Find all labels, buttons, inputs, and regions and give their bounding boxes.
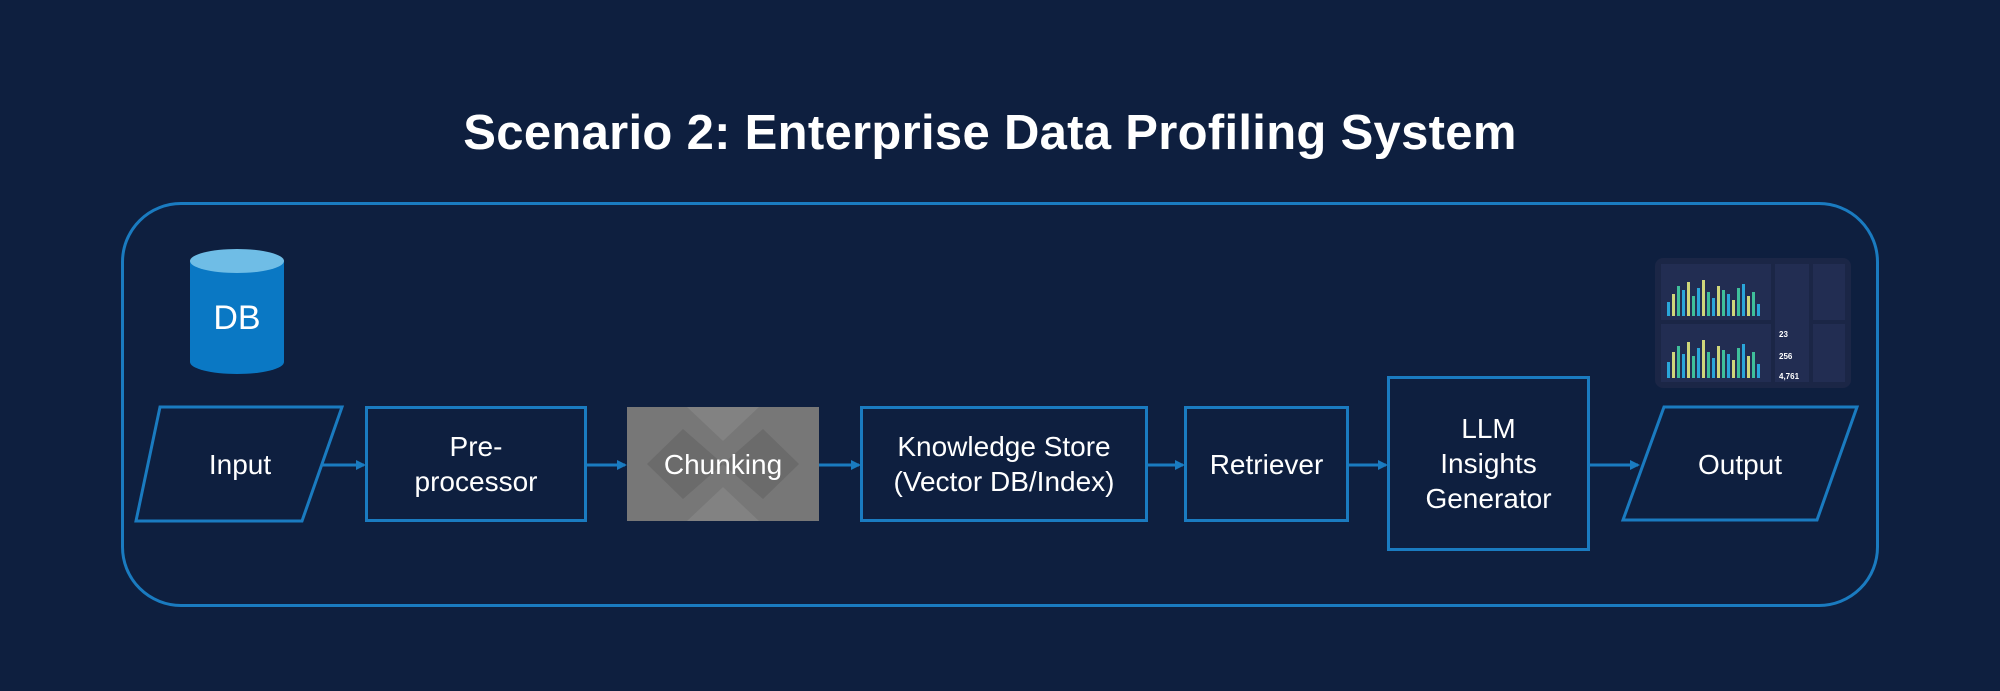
dashboard-bar bbox=[1732, 300, 1735, 316]
dashboard-bar bbox=[1732, 360, 1735, 378]
dashboard-bar bbox=[1697, 288, 1700, 316]
dashboard-bar bbox=[1717, 286, 1720, 316]
dashboard-bar bbox=[1672, 352, 1675, 378]
dashboard-thumbnail-image: 23 256 4,761 bbox=[1655, 258, 1851, 388]
dashboard-bar bbox=[1672, 294, 1675, 316]
dashboard-bar bbox=[1747, 296, 1750, 316]
dashboard-bar bbox=[1707, 352, 1710, 378]
dashboard-bar bbox=[1717, 346, 1720, 378]
dashboard-bar bbox=[1702, 280, 1705, 316]
dashboard-bar bbox=[1687, 342, 1690, 378]
dashboard-bar bbox=[1682, 354, 1685, 378]
dashboard-bar bbox=[1692, 356, 1695, 378]
dashboard-bar bbox=[1667, 362, 1670, 378]
preprocessor-node bbox=[365, 406, 587, 522]
dashboard-bar bbox=[1727, 294, 1730, 316]
dashboard-bar bbox=[1677, 346, 1680, 378]
dashboard-bar bbox=[1742, 284, 1745, 316]
dashboard-bar bbox=[1697, 348, 1700, 378]
dashboard-bar bbox=[1707, 292, 1710, 316]
llm-insights-generator-label: LLM Insights Generator bbox=[1387, 376, 1590, 551]
input-node bbox=[134, 405, 345, 523]
dashboard-bar bbox=[1677, 286, 1680, 316]
retriever-label: Retriever bbox=[1209, 448, 1324, 480]
knowledge-store-label-line1: Knowledge Store bbox=[897, 431, 1111, 462]
dashboard-bar bbox=[1752, 292, 1755, 316]
preprocessor-label-line2: processor bbox=[414, 466, 538, 497]
dashboard-value-3: 4,761 bbox=[1779, 372, 1800, 381]
database-label: DB bbox=[213, 298, 261, 337]
knowledge-store-label: Knowledge Store (Vector DB/Index) bbox=[860, 406, 1148, 522]
output-label: Output bbox=[1697, 448, 1783, 480]
llm-label-line1: LLM bbox=[1461, 413, 1516, 444]
dashboard-bar bbox=[1692, 296, 1695, 316]
dashboard-bar bbox=[1737, 348, 1740, 378]
dashboard-side-panel-bottom bbox=[1813, 324, 1845, 382]
llm-label-line3: Generator bbox=[1425, 483, 1552, 514]
dashboard-bar bbox=[1742, 344, 1745, 378]
dashboard-side-panel-top bbox=[1813, 264, 1845, 320]
preprocessor-label-line1: Pre- bbox=[449, 431, 503, 462]
dashboard-bars-bottom bbox=[1667, 332, 1767, 378]
dashboard-value-2: 256 bbox=[1779, 352, 1793, 361]
dashboard-bar bbox=[1682, 290, 1685, 316]
dashboard-bar bbox=[1757, 304, 1760, 316]
dashboard-value-1: 23 bbox=[1779, 330, 1788, 339]
dashboard-kpi-panel bbox=[1775, 264, 1809, 382]
chunking-background-pattern bbox=[647, 407, 799, 521]
knowledge-store-node bbox=[860, 406, 1148, 522]
dashboard-bar bbox=[1712, 298, 1715, 316]
output-node bbox=[1620, 405, 1860, 522]
dashboard-bar bbox=[1727, 354, 1730, 378]
dashboard-bar bbox=[1737, 288, 1740, 316]
dashboard-bar bbox=[1722, 350, 1725, 378]
dashboard-bar bbox=[1667, 302, 1670, 316]
dashboard-bar bbox=[1687, 282, 1690, 316]
preprocessor-label: Pre- processor bbox=[365, 406, 587, 522]
dashboard-bar bbox=[1757, 364, 1760, 378]
dashboard-bar bbox=[1712, 358, 1715, 378]
chunking-label: Chunking bbox=[663, 448, 783, 480]
dashboard-bar bbox=[1702, 340, 1705, 378]
dashboard-bar bbox=[1752, 352, 1755, 378]
llm-insights-generator-node bbox=[1387, 376, 1590, 551]
dashboard-bars-top bbox=[1667, 272, 1767, 316]
database-icon bbox=[190, 249, 284, 374]
knowledge-store-label-line2: (Vector DB/Index) bbox=[893, 466, 1115, 497]
llm-label-line2: Insights bbox=[1440, 448, 1537, 479]
diagram-title: Scenario 2: Enterprise Data Profiling Sy… bbox=[463, 106, 1517, 160]
dashboard-bar bbox=[1722, 290, 1725, 316]
dashboard-bar bbox=[1747, 356, 1750, 378]
input-label: Input bbox=[208, 448, 272, 480]
pipeline-frame bbox=[121, 202, 1879, 607]
retriever-node bbox=[1184, 406, 1349, 522]
chunking-node bbox=[627, 407, 819, 521]
